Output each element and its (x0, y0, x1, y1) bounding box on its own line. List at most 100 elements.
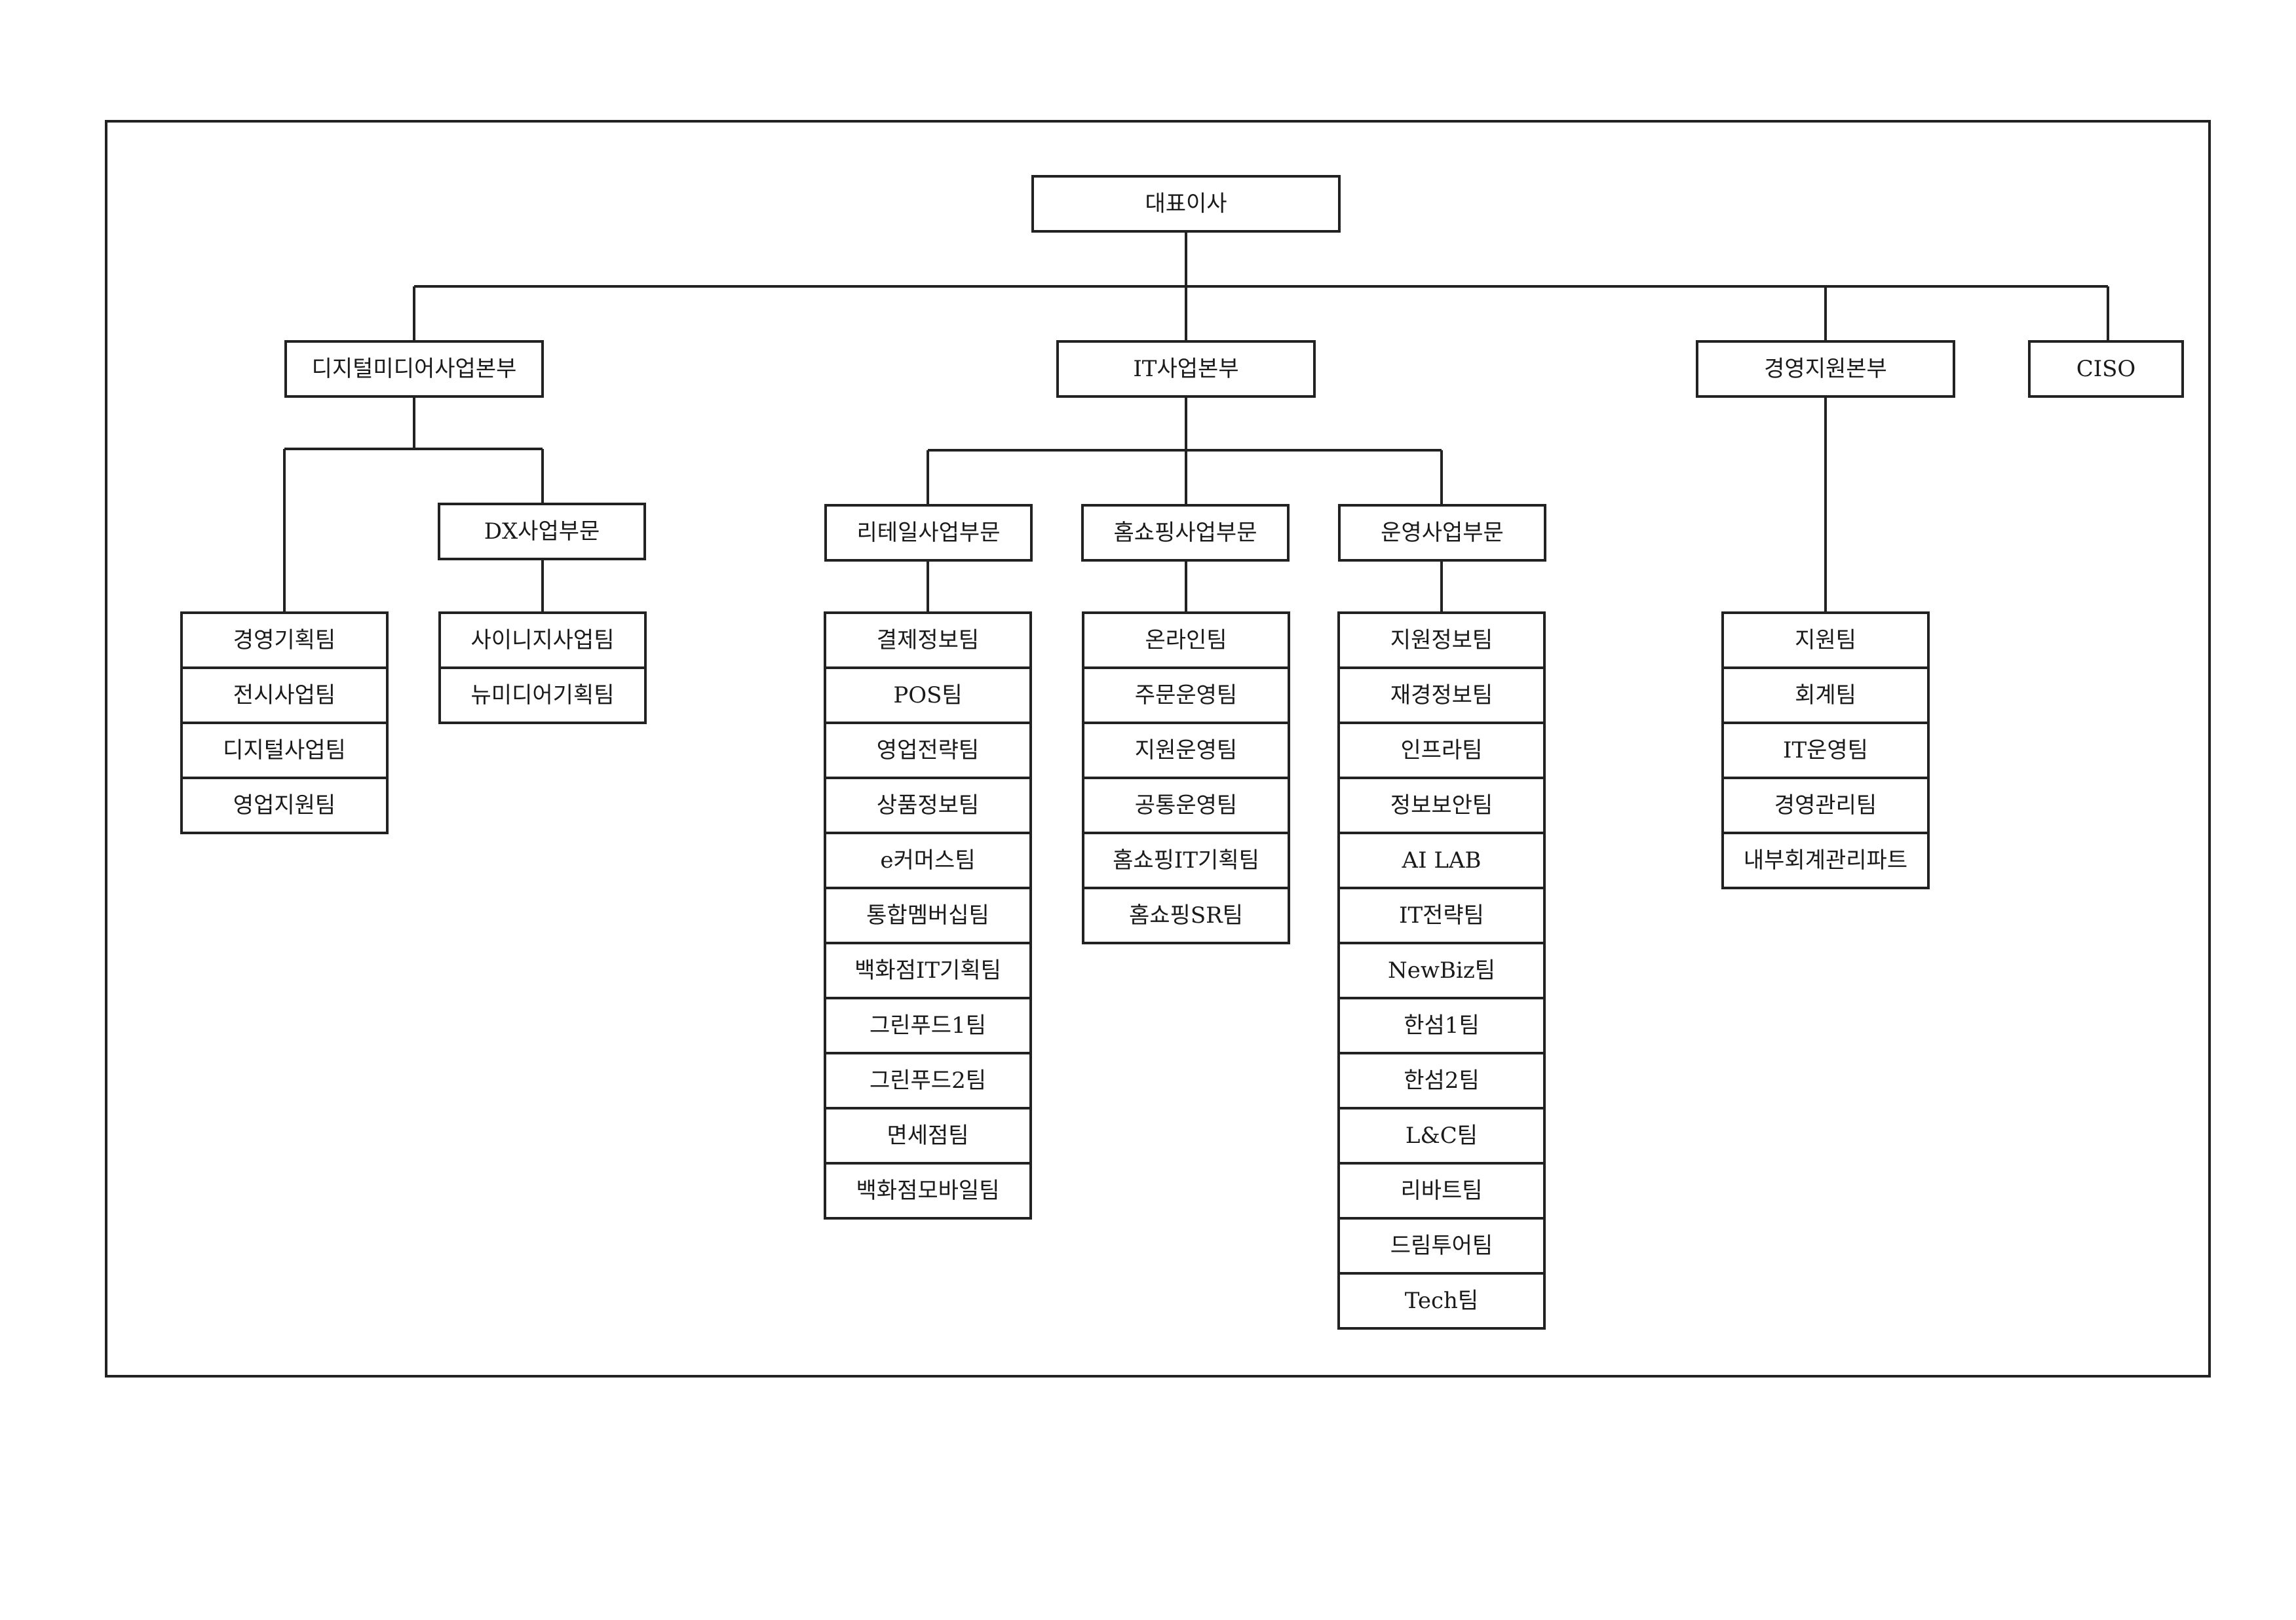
team-node-label: 경영기획팀 (233, 627, 335, 653)
node-ceo: 대표이사 (1031, 175, 1341, 233)
team-node-label: Tech팀 (1405, 1288, 1478, 1314)
team-node-box (1337, 777, 1546, 834)
team-node: 온라인팀 (1082, 611, 1290, 669)
node-homeshopping-section: 홈쇼핑사업부문 (1081, 504, 1290, 562)
team-node: IT운영팀 (1721, 722, 1930, 779)
team-node-label: 지원운영팀 (1135, 737, 1237, 763)
team-node-box (824, 722, 1032, 779)
team-node-label: AI LAB (1402, 847, 1482, 874)
team-node-box (824, 997, 1032, 1054)
team-node-box (180, 777, 389, 834)
team-node-box (824, 832, 1032, 889)
team-node: 지원팀 (1721, 611, 1930, 669)
team-node-box (1337, 1272, 1546, 1330)
team-node-box (1082, 611, 1290, 669)
node-management-division: 경영지원본부 (1696, 340, 1955, 398)
team-node: 상품정보팀 (824, 777, 1032, 834)
node-homeshopping-section-label: 홈쇼핑사업부문 (1114, 520, 1257, 546)
team-node-label: 백화점모바일팀 (856, 1178, 1000, 1204)
team-node: Tech팀 (1337, 1272, 1546, 1330)
team-node-label: 온라인팀 (1145, 627, 1227, 653)
team-node: 내부회계관리파트 (1721, 832, 1930, 889)
team-node-box (1337, 611, 1546, 669)
team-node-box (824, 1052, 1032, 1109)
team-node: AI LAB (1337, 832, 1546, 889)
team-node-box (180, 722, 389, 779)
org-chart-frame (105, 120, 2211, 1378)
team-node: 면세점팀 (824, 1107, 1032, 1165)
team-node-box (1721, 777, 1930, 834)
team-node: 사이니지사업팀 (438, 611, 647, 669)
node-digital-division-label: 디지털미디어사업본부 (312, 356, 517, 382)
team-node: 백화점모바일팀 (824, 1162, 1032, 1220)
team-node-label: 공통운영팀 (1135, 792, 1237, 819)
team-node-label: 뉴미디어기획팀 (471, 682, 615, 708)
connector-lines (283, 231, 2109, 613)
team-node: 홈쇼핑SR팀 (1082, 887, 1290, 944)
team-node: NewBiz팀 (1337, 942, 1546, 999)
node-retail-section: 리테일사업부문 (824, 504, 1033, 562)
team-node: 주문운영팀 (1082, 666, 1290, 724)
team-node-box (438, 666, 647, 724)
team-node: 인프라팀 (1337, 722, 1546, 779)
team-node: IT전략팀 (1337, 887, 1546, 944)
team-node: POS팀 (824, 666, 1032, 724)
team-node: 경영관리팀 (1721, 777, 1930, 834)
team-node-box (1337, 1107, 1546, 1165)
team-node: 한섬1팀 (1337, 997, 1546, 1054)
team-node: 그린푸드2팀 (824, 1052, 1032, 1109)
team-node: 공통운영팀 (1082, 777, 1290, 834)
team-node-box (1337, 997, 1546, 1054)
team-node-box (180, 611, 389, 669)
team-node-box (1082, 887, 1290, 944)
node-retail-section-label: 리테일사업부문 (857, 520, 1001, 546)
team-node-box (824, 942, 1032, 999)
team-node: 경영기획팀 (180, 611, 389, 669)
team-node: 결제정보팀 (824, 611, 1032, 669)
team-node-box (1337, 1052, 1546, 1109)
team-node: 디지털사업팀 (180, 722, 389, 779)
node-management-division-label: 경영지원본부 (1764, 356, 1887, 382)
team-node-label: 회계팀 (1795, 682, 1856, 708)
team-node-label: 한섬1팀 (1404, 1013, 1479, 1039)
team-node-label: 재경정보팀 (1390, 682, 1493, 708)
node-it-division-label: IT사업본부 (1133, 356, 1238, 382)
team-node: 회계팀 (1721, 666, 1930, 724)
team-node-box (1721, 722, 1930, 779)
team-node: 정보보안팀 (1337, 777, 1546, 834)
team-node: 영업전략팀 (824, 722, 1032, 779)
team-node: 통합멤버십팀 (824, 887, 1032, 944)
team-stack-retail: 결제정보팀POS팀영업전략팀상품정보팀e커머스팀통합멤버십팀백화점IT기획팀그린… (824, 611, 1032, 1220)
team-node: 영업지원팀 (180, 777, 389, 834)
team-node-label: 홈쇼핑IT기획팀 (1113, 847, 1259, 874)
team-node: 지원정보팀 (1337, 611, 1546, 669)
node-operation-section-label: 운영사업부문 (1381, 520, 1504, 546)
node-digital-division: 디지털미디어사업본부 (284, 340, 544, 398)
team-node: 리바트팀 (1337, 1162, 1546, 1220)
team-node-label: 영업지원팀 (233, 792, 335, 819)
node-ceo-label: 대표이사 (1145, 191, 1227, 217)
team-node-box (1721, 832, 1930, 889)
team-node-box (1337, 832, 1546, 889)
node-dx-section: DX사업부문 (438, 503, 646, 560)
team-node-label: 드림투어팀 (1390, 1233, 1493, 1259)
team-node: 백화점IT기획팀 (824, 942, 1032, 999)
team-node-label: 사이니지사업팀 (471, 627, 615, 653)
team-node-label: 지원팀 (1795, 627, 1856, 653)
team-node: L&C팀 (1337, 1107, 1546, 1165)
team-node-label: NewBiz팀 (1388, 957, 1495, 984)
node-ciso-label: CISO (2076, 356, 2136, 382)
team-node-label: 전시사업팀 (233, 682, 335, 708)
team-node-label: L&C팀 (1406, 1123, 1478, 1149)
team-node: 드림투어팀 (1337, 1217, 1546, 1275)
team-node-label: IT운영팀 (1783, 737, 1868, 763)
team-node-label: 정보보안팀 (1390, 792, 1493, 819)
team-node-label: 리바트팀 (1400, 1178, 1482, 1204)
team-node: 홈쇼핑IT기획팀 (1082, 832, 1290, 889)
team-node-label: 그린푸드2팀 (870, 1068, 986, 1094)
team-node-label: 홈쇼핑SR팀 (1129, 902, 1243, 929)
